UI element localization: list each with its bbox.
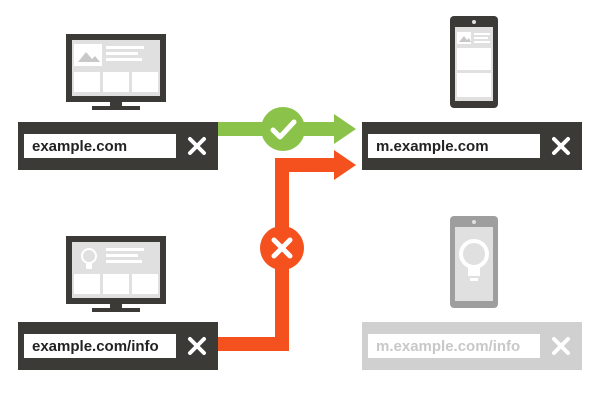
url-bar-mobile-home[interactable]: m.example.com	[362, 122, 582, 170]
url-text: example.com/info	[24, 334, 176, 358]
smartphone-icon	[450, 16, 498, 108]
smartphone-icon	[450, 216, 498, 308]
url-text: example.com	[24, 134, 176, 158]
lightbulb-icon	[459, 239, 489, 281]
close-icon[interactable]	[546, 328, 576, 364]
close-icon[interactable]	[182, 328, 212, 364]
desktop-monitor-icon	[66, 236, 166, 312]
check-icon	[261, 107, 305, 151]
url-bar-mobile-info[interactable]: m.example.com/info	[362, 322, 582, 370]
close-icon[interactable]	[546, 128, 576, 164]
url-bar-desktop-home[interactable]: example.com	[18, 122, 218, 170]
url-text: m.example.com/info	[368, 334, 540, 358]
error-x-icon	[260, 226, 304, 270]
lightbulb-icon	[81, 248, 97, 269]
desktop-monitor-icon	[66, 34, 166, 110]
url-bar-desktop-info[interactable]: example.com/info	[18, 322, 218, 370]
url-text: m.example.com	[368, 134, 540, 158]
close-icon[interactable]	[182, 128, 212, 164]
